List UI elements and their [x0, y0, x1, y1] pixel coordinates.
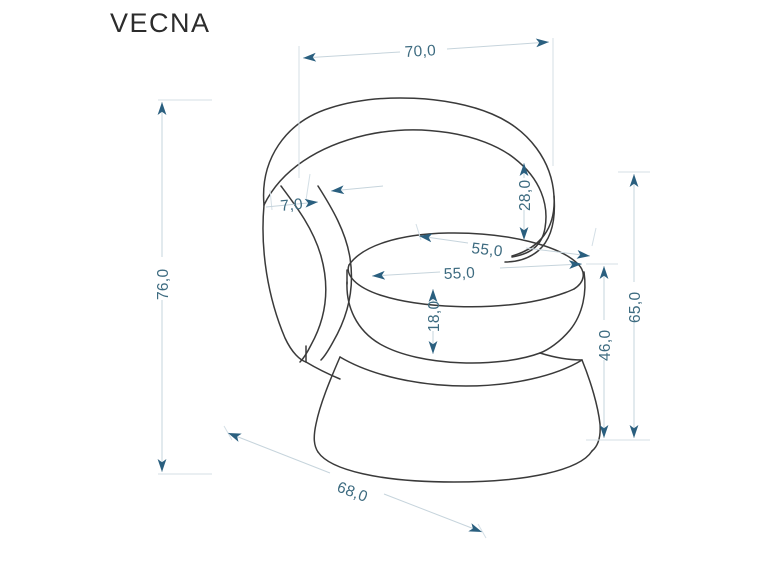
- pedestal-left-side: [313, 356, 341, 453]
- backrest-height-label: 28,0: [517, 180, 534, 211]
- backrest-outer-shell: [262, 97, 555, 257]
- page-title: VECNA: [110, 8, 211, 38]
- ext-line-7-a: [305, 173, 311, 201]
- armrest-thickness-dimension: 7,0: [265, 173, 384, 215]
- seat-width-upper-label: 55,0: [471, 240, 504, 260]
- ext-line-55u-a: [415, 223, 422, 241]
- seat-width-upper-dimension: 55,0: [415, 223, 597, 261]
- left-armrest-outer: [262, 204, 307, 363]
- arm-height-label: 65,0: [627, 292, 644, 323]
- seat-top-surface: [348, 232, 584, 290]
- chair-outline-group: [262, 97, 601, 483]
- dim-line-55-upper-right: [525, 247, 591, 259]
- backrest-height-dimension: 28,0: [517, 163, 534, 240]
- overall-height-dimension: 76,0: [155, 99, 212, 475]
- dim-line-70-left: [302, 51, 401, 62]
- pedestal-bottom-ellipse: [317, 450, 593, 483]
- seat-right-side: [539, 271, 586, 354]
- overall-depth-label: 68,0: [335, 479, 370, 506]
- left-armrest-wall-line: [317, 185, 353, 361]
- dim-line-7-right: [330, 185, 384, 195]
- seat-thickness-dimension: 18,0: [426, 289, 443, 354]
- backrest-right-lower-edge: [504, 195, 556, 263]
- armrest-thickness-label: 7,0: [280, 196, 304, 215]
- seat-base-connector-left: [305, 361, 341, 380]
- dim-line-55-upper-left: [418, 233, 469, 244]
- seat-front-bottom-edge: [346, 281, 541, 364]
- seat-base-connector-right: [539, 352, 583, 361]
- dim-line-7-left: [265, 198, 319, 208]
- arm-height-dimension: 65,0: [618, 171, 650, 441]
- pedestal-right-side: [581, 359, 601, 452]
- seat-width-lower-dimension: 55,0: [371, 260, 583, 283]
- pedestal-top-edge: [339, 356, 583, 387]
- seat-height-label: 46,0: [597, 330, 614, 361]
- seat-top-front-edge: [347, 264, 575, 308]
- dim-line-68-lower: [383, 493, 483, 533]
- overall-width-dimension: 70,0: [298, 38, 554, 178]
- dim-line-68-upper: [227, 432, 331, 474]
- seat-width-lower-label: 55,0: [443, 265, 475, 283]
- dim-line-55-lower-right: [499, 260, 583, 270]
- seat-thickness-label: 18,0: [426, 301, 443, 332]
- backrest-inner-rim: [263, 129, 547, 258]
- ext-line-55u-b: [591, 227, 597, 247]
- dim-line-55-lower-left: [371, 270, 441, 280]
- overall-height-label: 76,0: [155, 269, 172, 300]
- overall-width-label: 70,0: [404, 42, 436, 61]
- dim-line-70-right: [446, 38, 550, 50]
- seat-height-dimension: 46,0: [586, 263, 618, 441]
